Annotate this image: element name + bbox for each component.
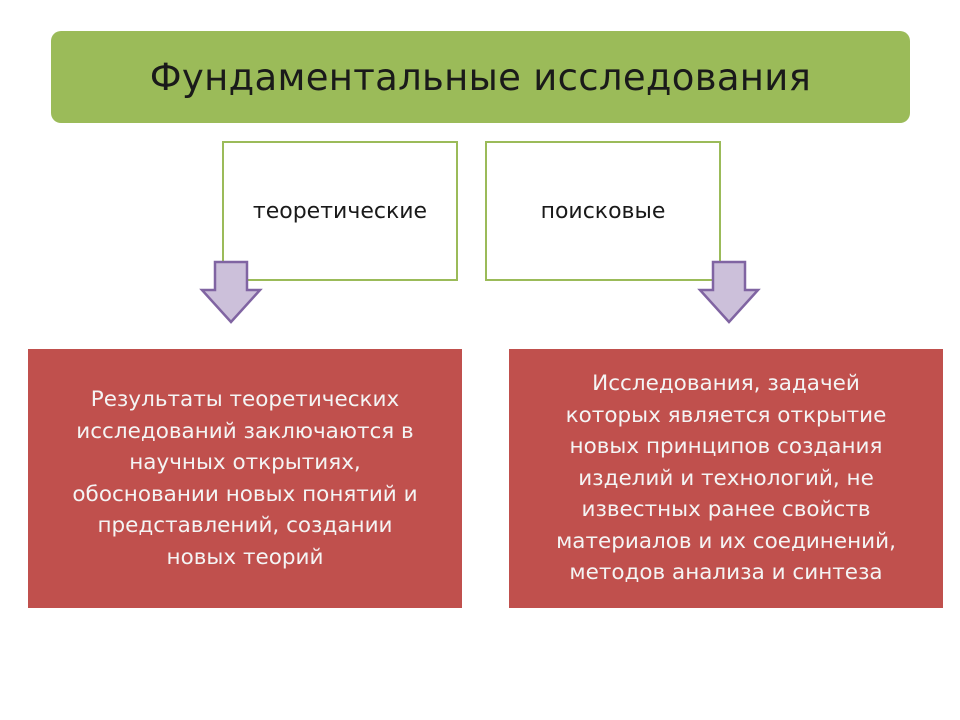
- title-box: Фундаментальные исследования: [51, 31, 910, 123]
- description-box-theoretical: Результаты теоретических исследований за…: [28, 349, 462, 608]
- down-arrow-icon: [697, 260, 761, 324]
- description-box-exploratory: Исследования, задачей которых является о…: [509, 349, 943, 608]
- description-line: новых принципов создания: [569, 434, 883, 460]
- description-line: изделий и технологий, не: [578, 465, 874, 491]
- description-line: которых является открытие: [565, 402, 887, 428]
- description-text-exploratory: Исследования, задачей которых является о…: [556, 368, 896, 589]
- description-line: обосновании новых понятий и: [72, 481, 418, 507]
- description-line: представлений, создании: [97, 513, 393, 538]
- description-line: методов анализа и синтеза: [569, 560, 883, 586]
- down-arrow-icon: [199, 260, 263, 324]
- category-box-exploratory: поисковые: [485, 141, 721, 281]
- description-line: известных ранее свойств: [581, 497, 871, 523]
- category-label-exploratory: поисковые: [540, 198, 666, 224]
- description-line: научных открытиях,: [129, 450, 361, 475]
- description-line: новых теорий: [166, 544, 324, 570]
- diagram-title: Фундаментальные исследования: [149, 55, 812, 99]
- description-line: Результаты теоретических: [90, 387, 400, 412]
- description-line: материалов и их соединений,: [556, 528, 896, 554]
- category-box-theoretical: теоретические: [222, 141, 458, 281]
- description-text-theoretical: Результаты теоретических исследований за…: [72, 384, 417, 573]
- category-label-theoretical: теоретические: [252, 198, 428, 224]
- description-line: Исследования, задачей: [592, 371, 860, 397]
- description-line: исследований заключаются в: [76, 418, 414, 444]
